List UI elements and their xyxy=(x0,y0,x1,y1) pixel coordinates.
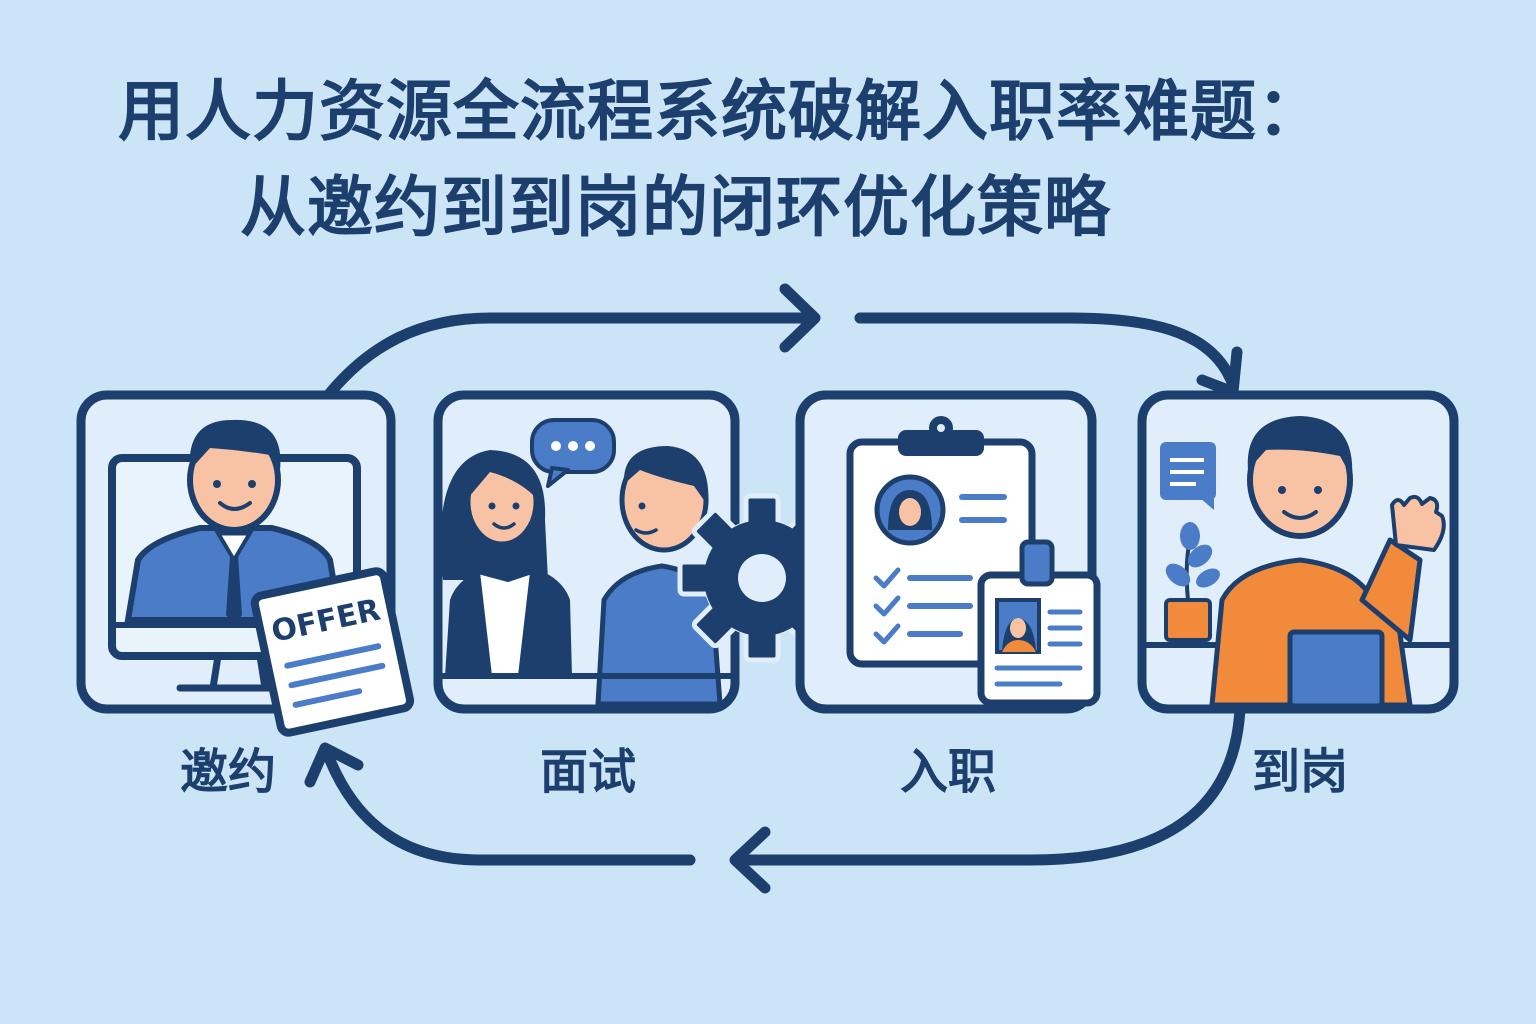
speech-bubble-icon xyxy=(530,418,616,488)
step-panel-arrival xyxy=(1137,390,1459,714)
page-title-line-1: 用人力资源全流程系统破解入职率难题： xyxy=(118,73,1324,150)
arrow-right-icon xyxy=(779,283,821,353)
arrow-left-icon xyxy=(729,826,771,894)
badge-icon xyxy=(977,539,1101,707)
top-arrow-path xyxy=(324,312,816,399)
plant-icon xyxy=(1164,522,1220,642)
arrow-up-icon xyxy=(304,742,364,788)
top-right-arrow-path xyxy=(854,312,1239,391)
step-panel-invitation: OFFER xyxy=(76,390,415,737)
step-label-interview: 面试 xyxy=(539,744,636,800)
step-panel-interview xyxy=(433,390,740,714)
interviewer-woman-avatar xyxy=(440,450,572,678)
step-panel-onboarding xyxy=(795,390,1101,714)
offer-document-icon: OFFER xyxy=(250,567,415,737)
step-label-onboarding: 入职 xyxy=(899,744,996,800)
step-label-invitation: 邀约 xyxy=(179,744,276,800)
step-label-arrival: 到岗 xyxy=(1251,744,1348,800)
checkmark-icon xyxy=(873,567,901,645)
page-title-line-2: 从邀约到到岗的闭环优化策略 xyxy=(240,169,1111,246)
bottom-arrow-path xyxy=(739,702,1246,866)
bottom-left-arrow-path xyxy=(324,754,696,866)
new-employee-avatar xyxy=(1209,416,1446,709)
chat-icon xyxy=(1160,442,1216,510)
